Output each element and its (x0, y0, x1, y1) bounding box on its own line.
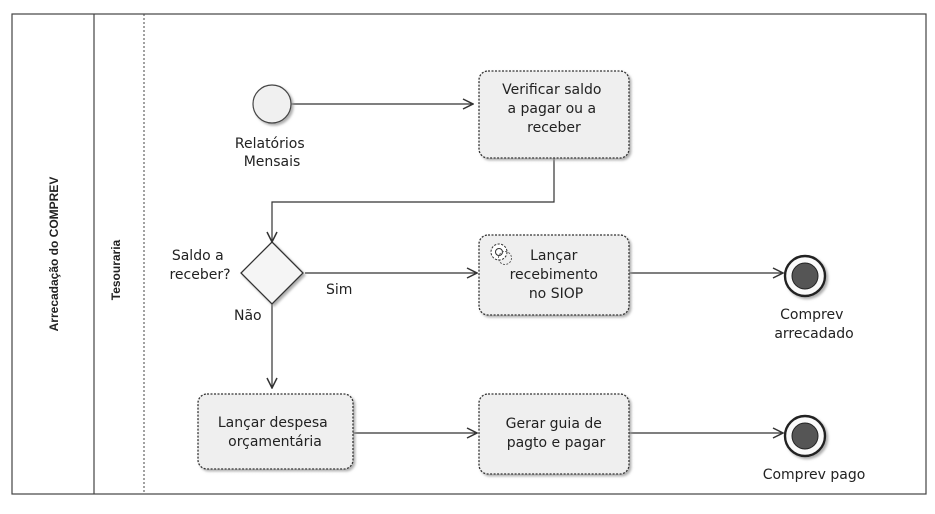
flow-label-sim: Sim (326, 282, 352, 298)
pool-label: Arrecadação do COMPREV (47, 177, 61, 332)
task-lancar-despesa-label: Lançar despesa orçamentária (218, 415, 332, 450)
flow-verificar-to-gateway (272, 158, 555, 242)
end-event-arrecadado-core (791, 262, 819, 290)
task-lancar-recebimento[interactable] (478, 234, 630, 316)
task-gerar-guia-label: Gerar guia de pagto e pagar (506, 416, 607, 451)
task-verificar-saldo-label: Verificar saldo a pagar ou a receber (502, 82, 606, 136)
task-lancar-recebimento-label: Lançar recebimento no SIOP (510, 248, 603, 302)
flow-label-nao: Não (234, 308, 262, 324)
gateway-label: Saldo a receber? (169, 248, 230, 283)
start-event-label: Relatórios Mensais (235, 136, 309, 170)
gear-icon (490, 243, 512, 265)
end-event-pago-label: Comprev pago (763, 467, 866, 483)
task-lancar-despesa[interactable] (197, 393, 354, 470)
start-event[interactable] (252, 84, 292, 124)
end-event-pago-core (791, 422, 819, 450)
task-verificar-saldo[interactable] (478, 70, 630, 159)
gateway-saldo-a-receber[interactable] (240, 241, 304, 305)
task-gerar-guia[interactable] (478, 393, 630, 475)
end-event-arrecadado-label: Comprev arrecadado (774, 307, 853, 342)
pool-border (11, 13, 927, 495)
lane-label: Tesouraria (109, 239, 123, 300)
